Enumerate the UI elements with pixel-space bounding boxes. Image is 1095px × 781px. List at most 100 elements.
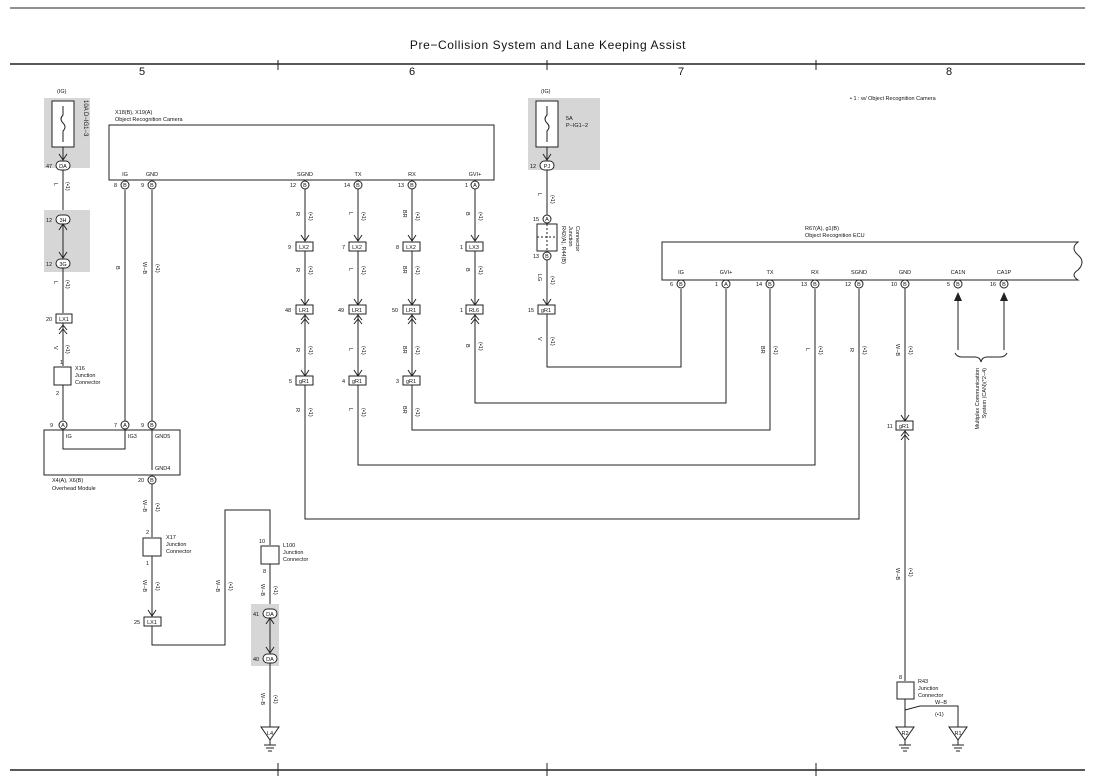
svg-text:(•1): (•1) <box>414 212 420 221</box>
fuse-1-icon <box>60 106 66 142</box>
svg-text:X18(B), X19(A): X18(B), X19(A) <box>115 110 152 116</box>
svg-text:L: L <box>347 408 353 411</box>
ground-l4 <box>260 726 280 741</box>
svg-text:gR1: gR1 <box>406 379 416 385</box>
svg-text:(•1): (•1) <box>154 582 160 591</box>
svg-text:1: 1 <box>460 308 463 314</box>
svg-text:(•1): (•1) <box>477 266 483 275</box>
svg-text:SGND: SGND <box>297 172 313 178</box>
svg-text:W−B: W−B <box>894 344 900 356</box>
svg-text:2: 2 <box>56 391 59 397</box>
svg-text:B: B <box>123 183 127 189</box>
svg-text:B: B <box>303 183 307 189</box>
overhead-module <box>43 429 181 476</box>
svg-text:L: L <box>804 348 810 351</box>
svg-text:IG: IG <box>122 172 128 178</box>
svg-text:20: 20 <box>46 317 52 323</box>
svg-text:X4(A), X6(B): X4(A), X6(B) <box>52 478 83 484</box>
svg-text:Object Recognition Camera: Object Recognition Camera <box>115 117 184 123</box>
svg-text:4: 4 <box>342 379 345 385</box>
svg-text:SGND: SGND <box>851 270 867 276</box>
svg-text:5: 5 <box>289 379 292 385</box>
svg-text:LX2: LX2 <box>352 245 362 251</box>
fuse-1-pin: 47 <box>46 164 52 170</box>
svg-text:LX2: LX2 <box>299 245 309 251</box>
svg-text:12: 12 <box>530 164 536 170</box>
svg-text:(•1): (•1) <box>360 408 366 417</box>
svg-text:RX: RX <box>408 172 416 178</box>
svg-text:7: 7 <box>114 423 117 429</box>
svg-text:R: R <box>848 348 854 352</box>
svg-text:W−B: W−B <box>894 568 900 580</box>
svg-text:W−B: W−B <box>141 580 147 592</box>
svg-text:8: 8 <box>899 675 902 681</box>
footnote: • 1 : w/ Object Recognition Camera <box>850 96 937 102</box>
ground-r2 <box>895 726 915 741</box>
svg-text:R43: R43 <box>918 679 928 685</box>
svg-text:CA1N: CA1N <box>951 270 966 276</box>
fuse-1-rating: 10A D−IG1−3 <box>82 100 88 137</box>
svg-text:TX: TX <box>766 270 773 276</box>
svg-text:12: 12 <box>845 282 851 288</box>
svg-text:gR1: gR1 <box>299 379 309 385</box>
svg-text:(•1): (•1) <box>907 346 913 355</box>
ecu-terminals: IG B 6 GVI+ A 1 TX B 14 RX B 13 SGND B 1… <box>670 270 1012 289</box>
svg-text:L: L <box>52 183 58 186</box>
svg-text:1: 1 <box>146 561 149 567</box>
svg-text:14: 14 <box>344 183 350 189</box>
svg-text:(•1): (•1) <box>154 503 160 512</box>
svg-text:B: B <box>464 268 470 272</box>
svg-text:A: A <box>61 423 65 429</box>
svg-text:GND4: GND4 <box>155 466 170 472</box>
svg-text:gR1: gR1 <box>541 308 551 314</box>
svg-text:Connector: Connector <box>166 549 192 555</box>
svg-text:(•1): (•1) <box>272 586 278 595</box>
svg-text:gR1: gR1 <box>899 424 909 430</box>
svg-text:(•1): (•1) <box>414 266 420 275</box>
svg-text:(•1): (•1) <box>477 212 483 221</box>
svg-text:1: 1 <box>60 360 63 366</box>
svg-text:PJ: PJ <box>544 164 551 170</box>
svg-text:(•1): (•1) <box>64 182 70 191</box>
svg-text:Connector: Connector <box>75 380 101 386</box>
svg-text:W−B: W−B <box>141 500 147 512</box>
svg-text:W−B: W−B <box>214 580 220 592</box>
svg-text:gR1: gR1 <box>352 379 362 385</box>
fuse-2-icon <box>544 106 550 142</box>
svg-text:A: A <box>724 282 728 288</box>
column-6: 6 <box>409 66 415 78</box>
junction-x17 <box>142 537 162 557</box>
svg-text:GND: GND <box>146 172 158 178</box>
svg-text:Junction: Junction <box>75 373 96 379</box>
svg-text:B: B <box>679 282 683 288</box>
svg-text:DA: DA <box>59 164 67 170</box>
svg-text:CA1P: CA1P <box>997 270 1012 276</box>
svg-text:V: V <box>52 346 58 350</box>
svg-text:12: 12 <box>290 183 296 189</box>
svg-text:49: 49 <box>338 308 344 314</box>
svg-text:IG3: IG3 <box>128 434 137 440</box>
svg-text:W−B: W−B <box>141 262 147 274</box>
can-bracket <box>954 352 1008 363</box>
svg-text:(•1): (•1) <box>477 342 483 351</box>
svg-text:13: 13 <box>801 282 807 288</box>
svg-text:IG: IG <box>678 270 684 276</box>
svg-text:10: 10 <box>891 282 897 288</box>
svg-text:B: B <box>545 254 549 260</box>
svg-text:Object Recognition ECU: Object Recognition ECU <box>805 233 865 239</box>
svg-text:L: L <box>347 348 353 351</box>
svg-text:LX1: LX1 <box>147 620 157 626</box>
svg-text:3: 3 <box>396 379 399 385</box>
svg-text:48: 48 <box>285 308 291 314</box>
svg-text:20: 20 <box>138 478 144 484</box>
svg-text:LG: LG <box>536 274 542 281</box>
svg-text:DA: DA <box>266 657 274 663</box>
svg-text:LR1: LR1 <box>352 308 362 314</box>
svg-text:5A: 5A <box>566 116 573 122</box>
svg-text:R42(A), R44(B): R42(A), R44(B) <box>560 226 566 264</box>
svg-text:System (CAN)(*2−4): System (CAN)(*2−4) <box>982 368 988 418</box>
svg-text:L4: L4 <box>267 731 273 737</box>
svg-text:BR: BR <box>401 406 407 414</box>
svg-text:(•1): (•1) <box>414 346 420 355</box>
svg-text:(•1): (•1) <box>272 695 278 704</box>
